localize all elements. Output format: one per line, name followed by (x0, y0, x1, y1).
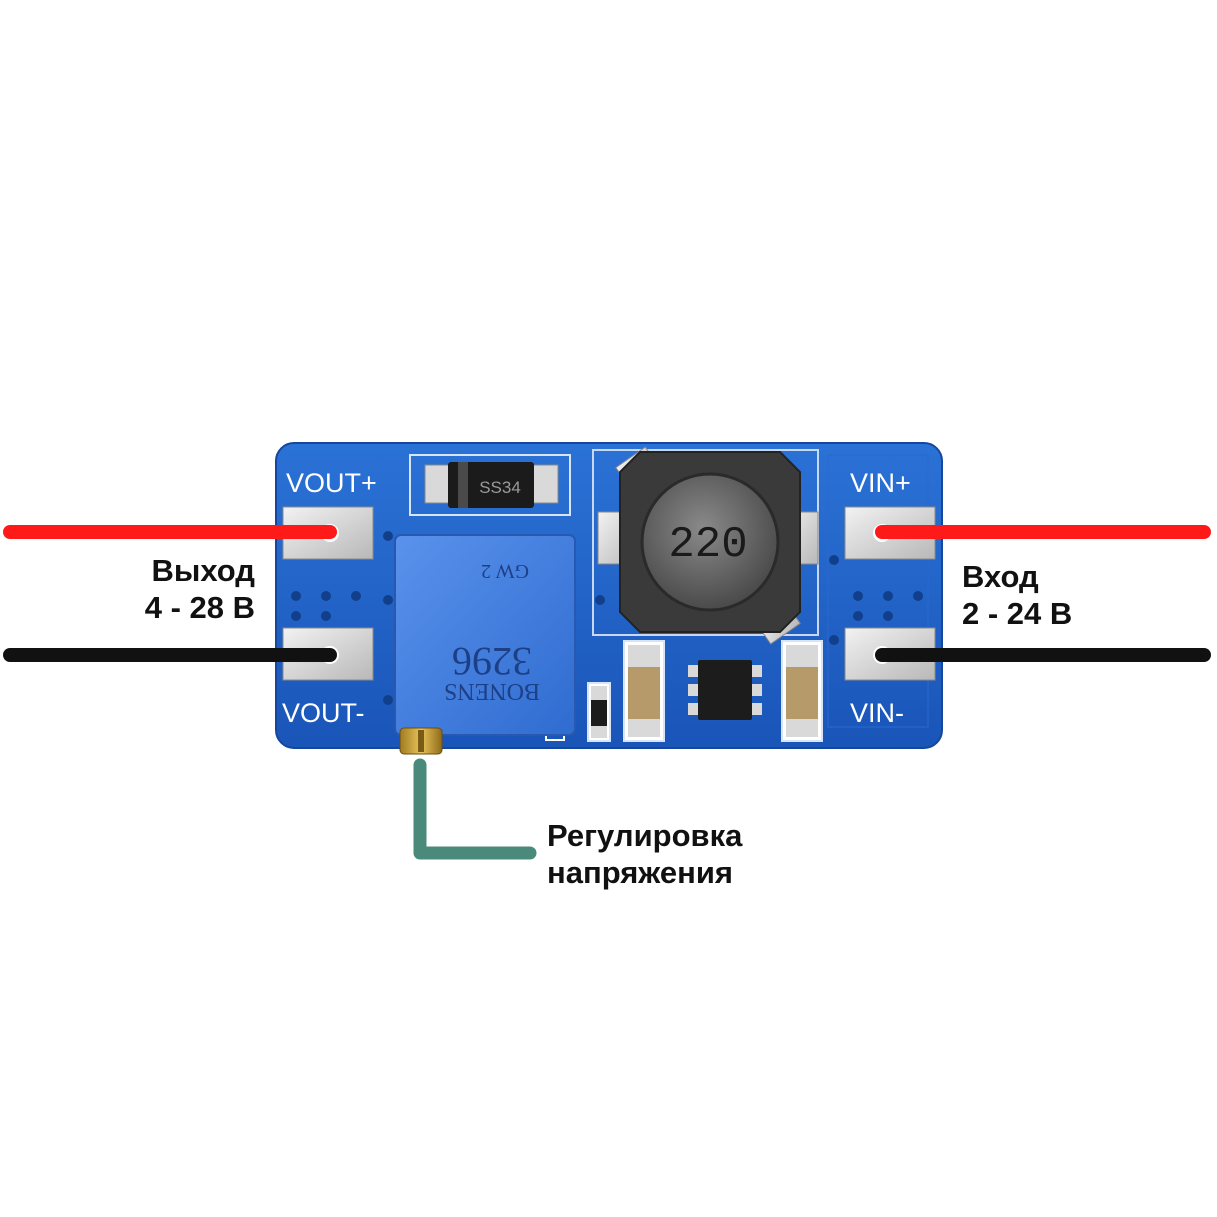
capacitor-right (781, 640, 823, 742)
ic-chip (688, 660, 762, 720)
trimpot-3296: GW 2 3296 BONENS (394, 534, 576, 736)
input-label-range: 2 - 24 В (962, 596, 1073, 631)
trimpot-adjust-screw (399, 727, 443, 755)
diode-marking: SS34 (479, 478, 521, 497)
resistor-small (587, 682, 611, 742)
output-label-title: Выход (151, 553, 255, 588)
trimpot-marking-1: 3296 (452, 639, 532, 684)
trimpot-marking-3: GW 2 (481, 560, 529, 582)
trimpot-marking-2: BONENS (444, 678, 540, 704)
input-label-title: Вход (962, 559, 1039, 594)
silk-vout-minus: VOUT- (282, 698, 365, 728)
input-label: Вход 2 - 24 В (962, 558, 1162, 632)
diode-ss34: SS34 (424, 462, 559, 508)
adjust-pointer-line (413, 758, 537, 860)
capacitor-left (623, 640, 665, 742)
vias (291, 531, 923, 705)
inductor-220: 220 (597, 446, 819, 645)
adjust-label-line1: Регулировка (547, 818, 743, 853)
adjust-label: Регулировка напряжения (547, 817, 847, 891)
silk-vin-minus: VIN- (850, 698, 904, 728)
silk-vin-plus: VIN+ (850, 468, 911, 498)
adjust-label-line2: напряжения (547, 855, 733, 890)
output-label-range: 4 - 28 В (144, 590, 255, 625)
inductor-marking: 220 (668, 520, 747, 570)
silk-vout-plus: VOUT+ (286, 468, 377, 498)
output-label: Выход 4 - 28 В (100, 552, 255, 626)
